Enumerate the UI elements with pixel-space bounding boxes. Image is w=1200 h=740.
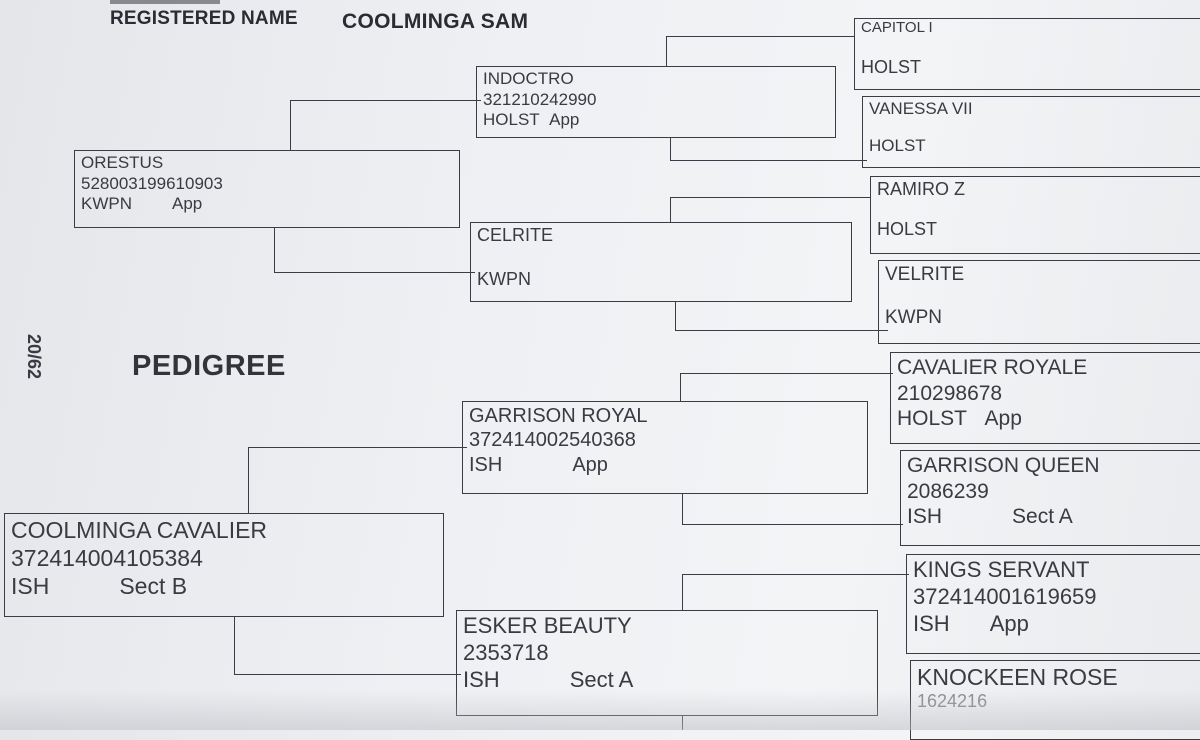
registered-name-value: COOLMINGA SAM — [342, 10, 529, 33]
sire-dam-dam-box: VELRITE KWPN — [878, 260, 1200, 344]
sss-studbook: HOLST — [861, 57, 922, 78]
dss-status: App — [984, 407, 1022, 431]
dam-sire-status: App — [572, 453, 608, 476]
dam-id: 372414004105384 — [11, 545, 203, 572]
connector-sire-sire — [670, 138, 867, 161]
sire-dam-name: CELRITE — [477, 225, 554, 245]
header-edge-text — [110, 0, 220, 4]
connector-sire — [274, 228, 475, 273]
sire-box: ORESTUS 528003199610903 KWPN App — [74, 150, 460, 228]
connector-sire — [290, 100, 481, 151]
dam-dam-id: 2353718 — [463, 639, 549, 665]
sss-name: CAPITOL I — [861, 19, 933, 36]
sds-name: RAMIRO Z — [877, 179, 965, 199]
sire-id: 528003199610903 — [81, 173, 223, 193]
dsd-id: 2086239 — [907, 479, 989, 503]
page-shadow — [0, 690, 1200, 730]
side-code: 20/62 — [24, 334, 44, 380]
sire-sire-dam-box: VANESSA VII HOLST — [862, 96, 1200, 168]
dss-studbook: HOLST — [897, 407, 968, 431]
sire-sire-box: INDOCTRO 321210242990 HOLST App — [476, 66, 836, 138]
connector-sire-dam — [670, 197, 871, 223]
connector-dam-dam — [682, 574, 909, 611]
sire-sire-name: INDOCTRO — [483, 69, 574, 88]
sds-studbook: HOLST — [877, 218, 938, 239]
sire-sire-id: 321210242990 — [483, 89, 597, 109]
dsd-studbook: ISH — [907, 505, 943, 529]
dam-dam-sire-box: KINGS SERVANT 372414001619659 ISH App — [906, 554, 1200, 654]
dam-name: COOLMINGA CAVALIER — [11, 517, 268, 543]
sire-sire-sire-box: CAPITOL I HOLST — [854, 18, 1200, 90]
ssd-studbook: HOLST — [869, 135, 926, 155]
dam-dam-name: ESKER BEAUTY — [463, 613, 632, 638]
dam-dam-studbook: ISH — [463, 666, 500, 692]
connector-dam — [248, 447, 467, 514]
dam-studbook: ISH — [11, 573, 50, 600]
dds-id: 372414001619659 — [913, 583, 1097, 609]
ssd-name: VANESSA VII — [869, 99, 973, 118]
connector-sire-dam — [675, 302, 888, 331]
sire-dam-sire-box: RAMIRO Z HOLST — [870, 176, 1200, 254]
dsd-name: GARRISON QUEEN — [907, 454, 1100, 477]
dam-dam-status: Sect A — [569, 666, 634, 692]
dam-dam-box: ESKER BEAUTY 2353718 ISH Sect A — [456, 610, 878, 716]
sire-dam-studbook: KWPN — [477, 268, 531, 289]
dds-name: KINGS SERVANT — [913, 557, 1090, 582]
sire-dam-box: CELRITE KWPN — [470, 222, 852, 302]
sdd-name: VELRITE — [885, 264, 965, 285]
dam-sire-dam-box: GARRISON QUEEN 2086239 ISH Sect A — [900, 450, 1200, 546]
dam-sire-sire-box: CAVALIER ROYALE 210298678 HOLST App — [890, 352, 1200, 444]
dds-status: App — [989, 610, 1029, 636]
dam-status: Sect B — [119, 573, 188, 600]
sire-sire-studbook: HOLST — [483, 110, 540, 130]
connector-dam-sire — [682, 494, 903, 525]
dam-sire-box: GARRISON ROYAL 372414002540368 ISH App — [462, 401, 868, 494]
ddd-name: KNOCKEEN ROSE — [917, 664, 1118, 690]
connector-dam-sire — [680, 373, 893, 402]
sire-status: App — [172, 194, 203, 214]
dam-sire-name: GARRISON ROYAL — [469, 405, 648, 427]
sire-name: ORESTUS — [81, 153, 164, 172]
connector-sire-sire — [666, 36, 855, 67]
dam-sire-id: 372414002540368 — [469, 429, 636, 452]
dds-studbook: ISH — [913, 610, 950, 636]
dam-box: COOLMINGA CAVALIER 372414004105384 ISH Se… — [4, 513, 444, 617]
pedigree-title: PEDIGREE — [132, 350, 286, 382]
sdd-studbook: KWPN — [885, 307, 942, 329]
sire-studbook: KWPN — [81, 194, 132, 214]
dss-name: CAVALIER ROYALE — [897, 356, 1088, 379]
connector-dam — [234, 617, 461, 675]
dss-id: 210298678 — [897, 381, 1003, 405]
dam-sire-studbook: ISH — [469, 453, 503, 476]
dsd-status: Sect A — [1012, 505, 1073, 529]
registered-name-label: REGISTERED NAME — [110, 8, 298, 29]
sire-sire-status: App — [549, 110, 580, 130]
